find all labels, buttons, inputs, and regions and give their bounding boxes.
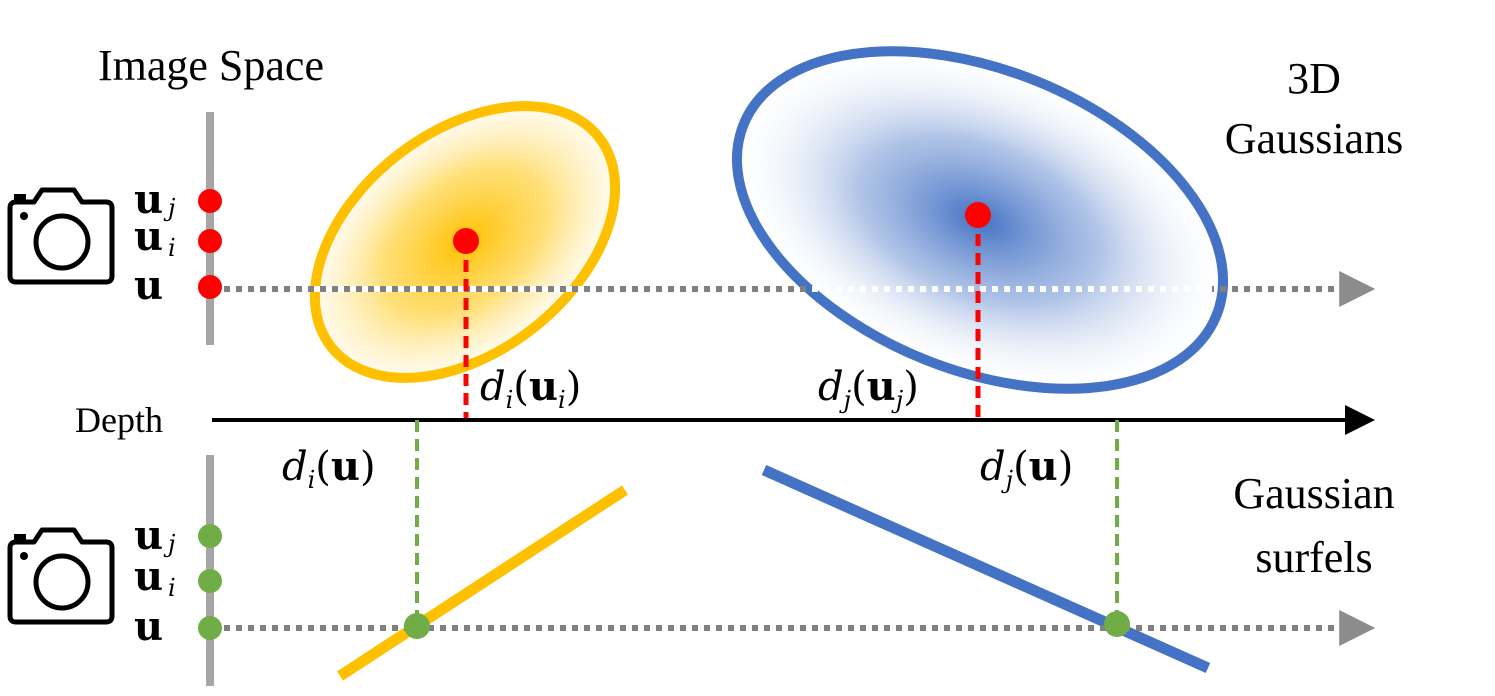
surfel-intersection-j	[1104, 611, 1130, 637]
label-dj-uj: dj(uj)	[818, 363, 919, 414]
label-u: u	[1029, 443, 1058, 490]
pixel-point-u	[198, 616, 222, 640]
image-space-label: Image Space	[98, 41, 324, 90]
label-ui-bottom: u i	[134, 553, 176, 602]
label-u: u	[134, 262, 163, 309]
blue-surfel	[761, 464, 1211, 674]
label-u: u	[134, 176, 163, 223]
label-u: u	[867, 363, 896, 410]
label-sub-j: j	[163, 194, 176, 222]
label-sub-i: i	[506, 386, 514, 414]
surfels-label-line2: surfels	[1255, 533, 1372, 582]
label-sub-i: i	[168, 574, 176, 602]
label-u: u	[134, 553, 163, 600]
label-uj-bottom: u j	[134, 512, 176, 559]
label-u-bottom: u	[134, 603, 163, 650]
label-u: u	[529, 363, 558, 410]
label-u: u	[331, 443, 360, 490]
gaussians-label-line1: 3D	[1287, 54, 1341, 103]
surfel-intersection-i	[404, 613, 430, 639]
label-u: u	[134, 603, 163, 650]
pixel-point-uj	[198, 189, 222, 213]
yellow-surfel	[336, 485, 629, 681]
label-d: d	[980, 444, 1006, 490]
label-sub-i: i	[558, 386, 566, 414]
camera-icon	[7, 527, 115, 625]
label-u: u	[134, 512, 163, 559]
surfels-label-line1: Gaussian	[1233, 469, 1394, 518]
label-d: d	[282, 444, 308, 490]
label-sub-i: i	[308, 466, 316, 494]
label-dj-u: dj(u)	[980, 443, 1073, 494]
label-sub-i: i	[168, 234, 176, 262]
gaussian-center-i	[453, 228, 479, 254]
label-u-top: u	[134, 262, 163, 309]
gaussian-center-j	[965, 202, 991, 228]
gaussians-label-line2: Gaussians	[1225, 114, 1403, 163]
pixel-point-ui	[198, 229, 222, 253]
camera-icon	[7, 187, 115, 285]
label-d: d	[480, 364, 506, 410]
pixel-point-ui	[198, 569, 222, 593]
label-u: u	[134, 213, 163, 260]
pixel-point-uj	[198, 524, 222, 548]
label-di-ui: di(ui)	[480, 363, 581, 414]
label-d: d	[818, 364, 844, 410]
label-ui-top: u i	[134, 213, 176, 262]
label-sub-j: j	[163, 530, 176, 558]
pixel-point-u	[198, 275, 222, 299]
depth-label: Depth	[75, 400, 163, 440]
label-di-u: di(u)	[282, 443, 376, 494]
depth-axis-arrowhead	[1345, 405, 1375, 435]
